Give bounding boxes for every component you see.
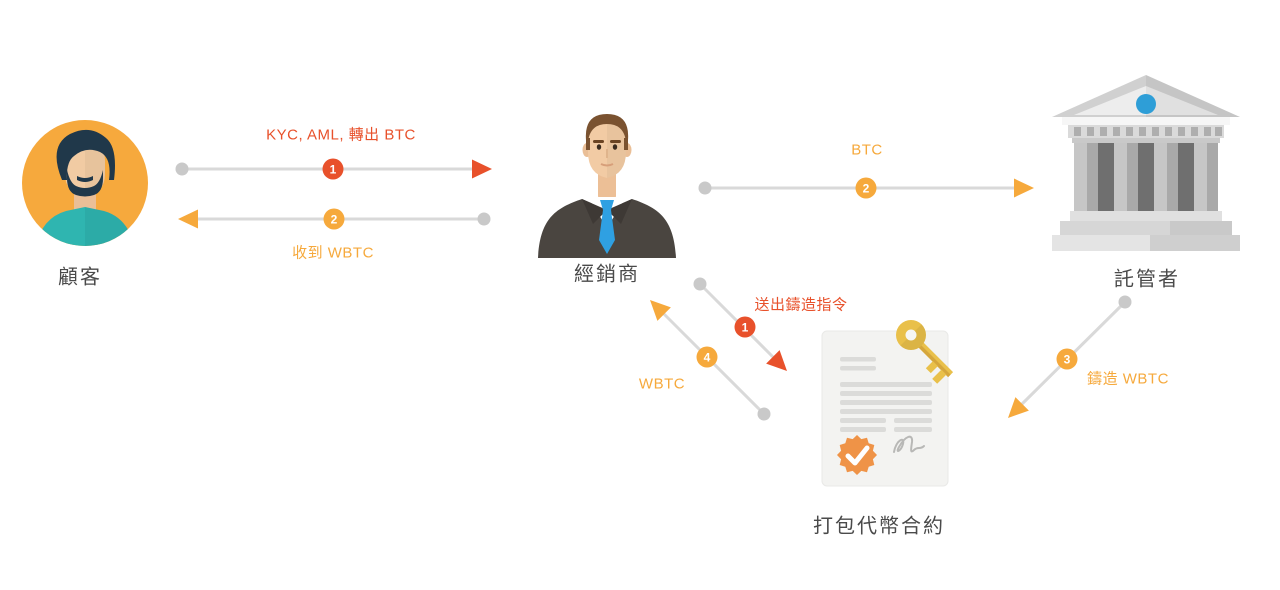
flow-label-btc: BTC: [851, 141, 883, 159]
bank-dome-circle: [1136, 94, 1156, 114]
flow-wbtc-return-arrowhead-icon: [650, 300, 671, 321]
flow-mint-instruction-start-dot: [693, 277, 707, 291]
customer-avatar: [22, 120, 148, 246]
flow-btc-arrowhead-icon: [1014, 178, 1034, 198]
flow-mint-wbtc-start-dot: [1118, 295, 1132, 309]
custodian-bank-icon: [1052, 75, 1240, 251]
merchant-illustration: [538, 114, 676, 258]
flow-label-kyc: KYC, AML, 轉出 BTC: [266, 126, 416, 144]
flow-mint-instruction-arrowhead-icon: [766, 350, 787, 371]
flow-step-badge-wbtc-return: 4: [696, 346, 718, 368]
entity-label-customer: 顧客: [58, 266, 102, 289]
flow-btc-start-dot: [698, 181, 712, 195]
entity-label-custodian: 託管者: [1114, 268, 1180, 291]
checkmark-seal-icon: [837, 435, 877, 475]
contract-text-lines: [840, 357, 932, 432]
flow-receive-wbtc-start-dot: [477, 212, 491, 226]
merchant-person-icon: [538, 114, 676, 258]
entity-label-contract: 打包代幣合約: [813, 515, 945, 538]
avatar-person-icon: [36, 129, 134, 246]
flow-label-wbtc-return: WBTC: [638, 375, 686, 393]
key-icon: [896, 320, 954, 384]
signature-scribble: [893, 435, 925, 453]
flow-receive-wbtc-arrowhead-icon: [178, 209, 198, 229]
flow-kyc-start-dot: [175, 162, 189, 176]
contract-document-icon: [821, 320, 954, 487]
flow-wbtc-return-start-dot: [757, 407, 771, 421]
bank-building-icon: [1052, 75, 1240, 251]
flow-step-badge-btc: 2: [855, 177, 877, 199]
flow-label-mint-instruction: 送出鑄造指令: [754, 296, 848, 314]
flow-step-badge-receive-wbtc: 2: [323, 208, 345, 230]
flow-label-receive-wbtc: 收到 WBTC: [292, 244, 374, 262]
flow-step-badge-mint-instruction: 1: [734, 316, 756, 338]
flow-mint-wbtc-arrowhead-icon: [1008, 397, 1029, 418]
flow-step-badge-kyc: 1: [322, 158, 344, 180]
flow-label-mint-wbtc: 鑄造 WBTC: [1087, 370, 1169, 388]
entity-label-merchant: 經銷商: [574, 263, 640, 286]
flow-step-badge-mint-wbtc: 3: [1056, 348, 1078, 370]
flow-kyc-arrowhead-icon: [472, 159, 492, 179]
